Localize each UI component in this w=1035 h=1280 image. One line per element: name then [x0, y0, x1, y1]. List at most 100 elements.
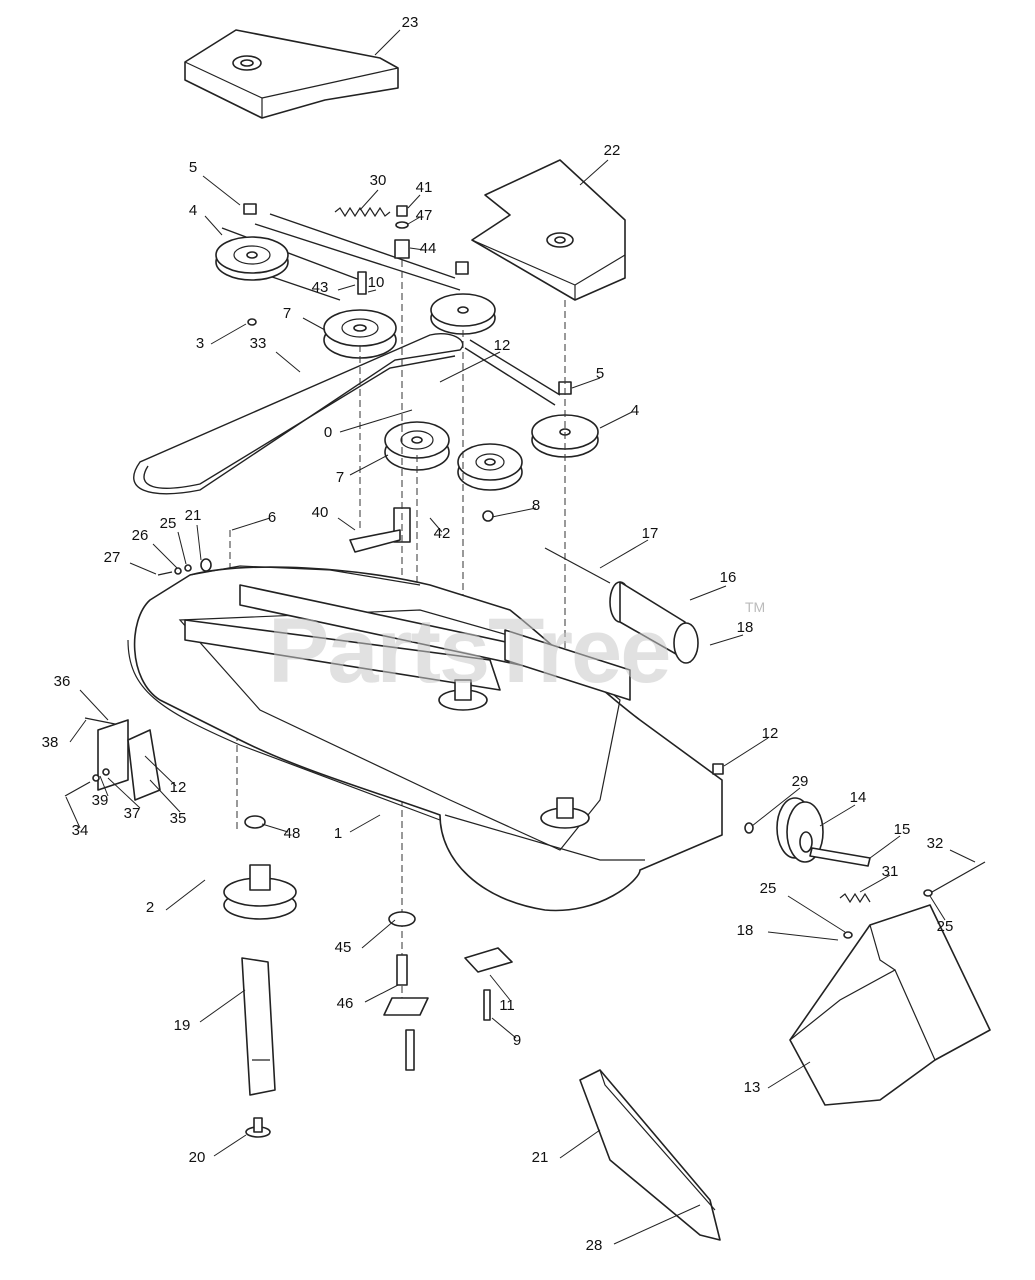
washer-45[interactable] [388, 911, 416, 927]
callout-label[interactable]: 12 [170, 779, 187, 796]
callout-label[interactable]: 12 [494, 337, 511, 354]
callout-label[interactable]: 25 [760, 880, 777, 897]
callout-label[interactable]: 33 [250, 335, 267, 352]
deck-support-bar[interactable] [184, 584, 631, 701]
callout-label[interactable]: 44 [420, 240, 437, 257]
wheel-14[interactable] [776, 797, 824, 863]
pin-9[interactable] [483, 989, 491, 1021]
nut-8[interactable] [482, 510, 494, 522]
callout-label[interactable]: 22 [604, 142, 621, 159]
callout-label[interactable]: 15 [894, 821, 911, 838]
callout-label[interactable]: 21 [185, 507, 202, 524]
callout-label[interactable]: 7 [283, 305, 291, 322]
bracket-19[interactable] [241, 957, 276, 1096]
callout-label[interactable]: 18 [737, 619, 754, 636]
hardware-27-26-25-21[interactable] [157, 558, 212, 576]
callout-label[interactable]: 4 [189, 202, 197, 219]
callout-label[interactable]: 27 [104, 549, 121, 566]
plate-11[interactable] [464, 947, 513, 973]
pulley-7-lower[interactable] [384, 421, 450, 471]
callout-label[interactable]: 10 [368, 274, 385, 291]
callout-label[interactable]: 39 [92, 792, 109, 809]
deflector-21[interactable] [579, 1069, 721, 1241]
callout-label[interactable]: 45 [335, 939, 352, 956]
washer-3[interactable] [247, 318, 257, 326]
callout-label[interactable]: 14 [850, 789, 867, 806]
callout-label[interactable]: 34 [72, 822, 89, 839]
callout-label[interactable]: 37 [124, 805, 141, 822]
spindle-right[interactable] [540, 797, 590, 829]
bushing-48[interactable] [244, 815, 266, 829]
callout-label[interactable]: 25 [937, 918, 954, 935]
callout-label[interactable]: 31 [882, 863, 899, 880]
callout-label[interactable]: 32 [927, 835, 944, 852]
pulley-top-center[interactable] [430, 293, 496, 335]
spring-31[interactable] [839, 892, 871, 904]
belt-cover-22[interactable] [471, 159, 626, 301]
discharge-chute-13[interactable] [789, 904, 991, 1106]
nut-5-left[interactable] [243, 203, 257, 215]
roller-16[interactable] [609, 581, 699, 664]
callout-label[interactable]: 26 [132, 527, 149, 544]
washer-29[interactable] [744, 822, 754, 834]
idler-arm-40[interactable] [349, 507, 411, 553]
hardware-stack-41-47-44[interactable] [394, 205, 410, 259]
callout-label[interactable]: 11 [499, 997, 515, 1014]
callout-label[interactable]: 41 [416, 179, 433, 196]
spindle-left-2[interactable] [223, 864, 297, 920]
callout-label[interactable]: 36 [54, 673, 71, 690]
pulley-4-right[interactable] [531, 414, 599, 458]
nut-top-center[interactable] [455, 261, 469, 275]
hardware-34-39-37[interactable] [64, 768, 110, 797]
pulley-center-right[interactable] [457, 443, 523, 491]
callout-label[interactable]: 40 [312, 504, 329, 521]
belt-cover-23[interactable] [184, 29, 399, 119]
callout-label[interactable]: 5 [189, 159, 197, 176]
pulley-4-left[interactable] [215, 236, 289, 281]
bolt-46[interactable] [396, 954, 408, 986]
callout-label[interactable]: 0 [324, 424, 332, 441]
callout-label[interactable]: 23 [402, 14, 419, 31]
pulley-7-upper[interactable] [323, 309, 397, 359]
callout-label[interactable]: 8 [532, 497, 540, 514]
callout-label[interactable]: 47 [416, 207, 433, 224]
callout-label[interactable]: 1 [334, 825, 342, 842]
stud-20[interactable] [245, 1117, 271, 1138]
callout-label[interactable]: 16 [720, 569, 737, 586]
callout-label[interactable]: 46 [337, 995, 354, 1012]
callout-label[interactable]: 20 [189, 1149, 206, 1166]
belt-33[interactable] [133, 333, 561, 495]
callout-label[interactable]: 13 [744, 1079, 761, 1096]
axle-15[interactable] [809, 847, 871, 867]
callout-label[interactable]: 21 [532, 1149, 549, 1166]
bolt-17[interactable] [544, 547, 611, 584]
callout-label[interactable]: 7 [336, 469, 344, 486]
washer-25-right[interactable] [923, 889, 933, 897]
callout-label[interactable]: 29 [792, 773, 809, 790]
nut-12-right[interactable] [712, 763, 724, 775]
callout-label[interactable]: 19 [174, 1017, 191, 1034]
callout-label[interactable]: 4 [631, 402, 639, 419]
callout-label[interactable]: 6 [268, 509, 276, 526]
callout-label[interactable]: 43 [312, 279, 329, 296]
callout-label[interactable]: 3 [196, 335, 204, 352]
callout-label[interactable]: 48 [284, 825, 301, 842]
rod-32[interactable] [931, 861, 986, 893]
callout-label[interactable]: 35 [170, 810, 187, 827]
callout-label[interactable]: 38 [42, 734, 59, 751]
callout-label[interactable]: 42 [434, 525, 451, 542]
callout-label[interactable]: 12 [762, 725, 779, 742]
spindle-center[interactable] [438, 679, 488, 711]
callout-label[interactable]: 25 [160, 515, 177, 532]
callout-label[interactable]: 2 [146, 899, 154, 916]
plate-bolt-assembly[interactable] [383, 997, 429, 1071]
callout-label[interactable]: 30 [370, 172, 387, 189]
washer-25-left[interactable] [843, 931, 853, 939]
spring-30[interactable] [334, 206, 391, 218]
bolt-10[interactable] [357, 271, 367, 295]
callout-label[interactable]: 18 [737, 922, 754, 939]
upper-drive-belt[interactable] [221, 213, 461, 301]
callout-label[interactable]: 9 [513, 1032, 521, 1049]
callout-label[interactable]: 28 [586, 1237, 603, 1254]
callout-label[interactable]: 5 [596, 365, 604, 382]
